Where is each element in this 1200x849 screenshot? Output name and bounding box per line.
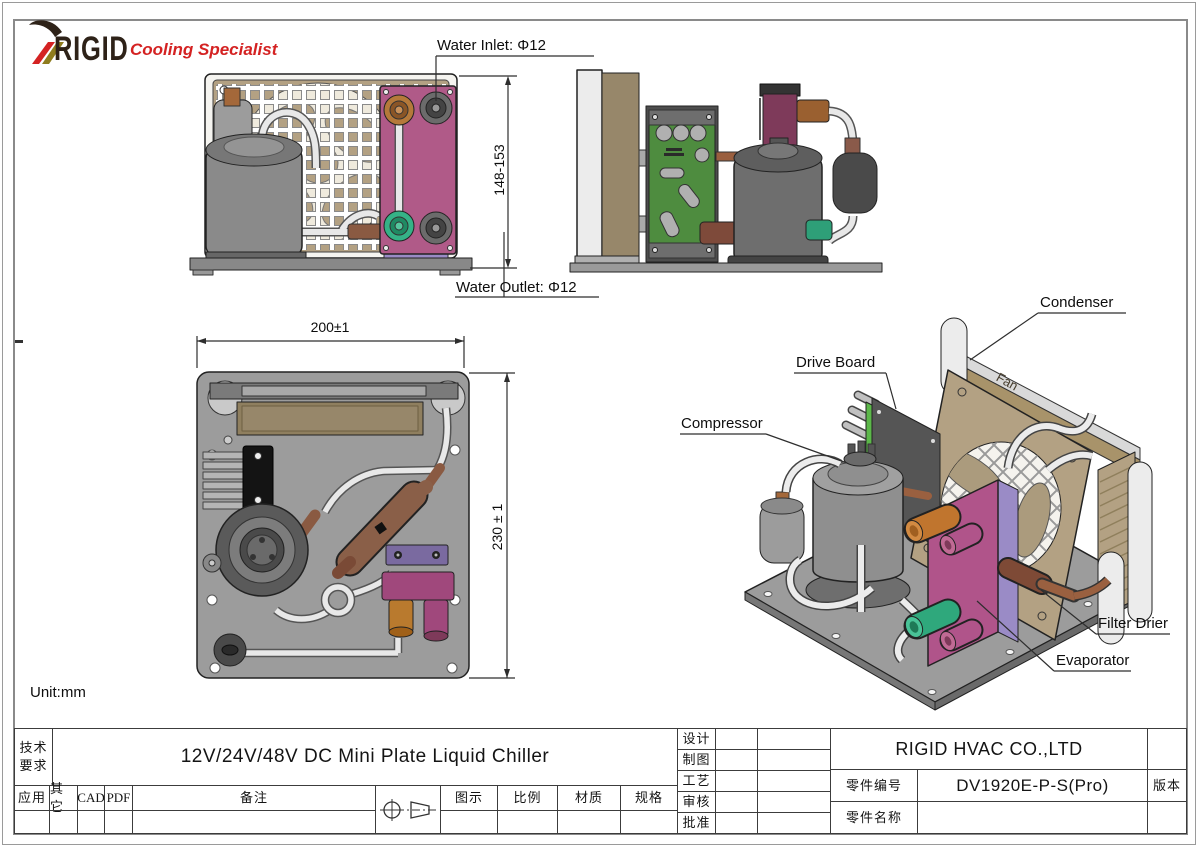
front-copper-fitting bbox=[347, 223, 383, 240]
tech-requirements-cell: 技术 要求 bbox=[14, 728, 53, 786]
process-label: 工艺 bbox=[677, 770, 716, 792]
scale-value-cell bbox=[497, 810, 558, 834]
check-label: 审核 bbox=[677, 791, 716, 813]
tech-line1: 技术 bbox=[19, 740, 48, 756]
draft-sign-cell bbox=[715, 749, 758, 771]
top-pulley bbox=[213, 633, 247, 667]
top-bracket bbox=[385, 544, 449, 566]
pdf-header: PDF bbox=[104, 785, 133, 811]
draft-date-cell bbox=[757, 749, 831, 771]
side-condenser bbox=[574, 69, 652, 267]
part-name-label: 零件名称 bbox=[830, 801, 918, 834]
check-sign-cell bbox=[715, 791, 758, 813]
dimension-arrows bbox=[197, 76, 511, 678]
company-name: RIGID HVAC CO.,LTD bbox=[830, 728, 1148, 770]
version-value-cell bbox=[1147, 801, 1187, 834]
width-dim-label: 200±1 bbox=[310, 319, 350, 335]
application-value-cell bbox=[14, 810, 50, 834]
iso-condenser bbox=[940, 317, 1153, 645]
iso-view-drawing bbox=[744, 317, 1153, 711]
cad-header: CAD bbox=[77, 785, 105, 811]
product-title: 12V/24V/48V DC Mini Plate Liquid Chiller bbox=[52, 728, 678, 786]
tech-line2: 要求 bbox=[19, 758, 48, 773]
side-green-fitting bbox=[805, 219, 833, 241]
depth-dim-label: 230 ± 1 bbox=[489, 503, 505, 551]
diagram-header: 图示 bbox=[440, 785, 498, 811]
rigid-logo: RIGID bbox=[29, 20, 129, 68]
part-number: DV1920E-P-S(Pro) bbox=[917, 769, 1148, 802]
pdf-value-cell bbox=[104, 810, 133, 834]
logo-stripe-olive bbox=[42, 42, 64, 64]
water-inlet-label: Water Inlet: Φ12 bbox=[437, 37, 546, 54]
approve-label: 批准 bbox=[677, 812, 716, 834]
evaporator-label: Evaporator bbox=[1056, 652, 1130, 669]
top-plate-hx bbox=[381, 571, 455, 642]
process-date-cell bbox=[757, 770, 831, 792]
design-sign-cell bbox=[715, 728, 758, 750]
spec-header: 规格 bbox=[620, 785, 678, 811]
border-tick bbox=[15, 340, 23, 343]
water-outlet-label: Water Outlet: Φ12 bbox=[456, 279, 577, 296]
logo-tagline: Cooling Specialist bbox=[130, 40, 278, 59]
remarks-value-cell bbox=[132, 810, 376, 834]
check-date-cell bbox=[757, 791, 831, 813]
company-corner-cell bbox=[1147, 728, 1187, 770]
side-drive-board bbox=[645, 105, 719, 263]
application-header: 应用 bbox=[14, 785, 50, 811]
scale-header: 比例 bbox=[497, 785, 558, 811]
remarks-header: 备注 bbox=[132, 785, 376, 811]
top-compressor bbox=[202, 503, 309, 597]
part-name-value-cell bbox=[917, 801, 1148, 834]
iso-accumulator bbox=[759, 491, 805, 564]
front-base-plate bbox=[189, 257, 473, 271]
projection-symbol-cell bbox=[375, 785, 441, 834]
spec-value-cell bbox=[620, 810, 678, 834]
drive-board-label: Drive Board bbox=[796, 354, 876, 371]
iso-evaporator bbox=[903, 479, 1019, 667]
material-value-cell bbox=[557, 810, 621, 834]
top-filter-drier bbox=[332, 480, 433, 579]
height-dim-label: 148-153 bbox=[491, 144, 507, 196]
front-plate-hx bbox=[379, 85, 457, 255]
process-sign-cell bbox=[715, 770, 758, 792]
unit-label: Unit:mm bbox=[30, 684, 86, 701]
part-no-label: 零件编号 bbox=[830, 769, 918, 802]
other-value-cell bbox=[49, 810, 78, 834]
diagram-value-cell bbox=[440, 810, 498, 834]
front-compressor bbox=[205, 87, 307, 263]
design-date-cell bbox=[757, 728, 831, 750]
projection-symbol-icon bbox=[380, 798, 436, 821]
inner-border bbox=[13, 19, 1188, 835]
approve-sign-cell bbox=[715, 812, 758, 834]
side-view-drawing bbox=[569, 69, 883, 273]
side-base-plate bbox=[569, 262, 883, 273]
draft-label: 制图 bbox=[677, 749, 716, 771]
other-header: 其它 bbox=[49, 781, 78, 814]
iso-filter-drier bbox=[997, 557, 1112, 603]
cad-value-cell bbox=[77, 810, 105, 834]
material-header: 材质 bbox=[557, 785, 621, 811]
logo-brand: RIGID bbox=[54, 31, 129, 68]
design-label: 设计 bbox=[677, 728, 716, 750]
side-filter-drier bbox=[832, 137, 878, 214]
compressor-label: Compressor bbox=[681, 415, 763, 432]
filter-drier-label: Filter Drier bbox=[1098, 615, 1168, 632]
front-view-drawing bbox=[189, 73, 473, 276]
logo-stripe-red bbox=[32, 42, 55, 64]
condenser-label: Condenser bbox=[1040, 294, 1114, 311]
logo-horn bbox=[29, 20, 62, 37]
top-view-drawing bbox=[196, 371, 470, 679]
version-label: 版本 bbox=[1147, 769, 1187, 802]
side-compressor bbox=[727, 98, 829, 268]
dimension-lines bbox=[196, 55, 1170, 679]
approve-date-cell bbox=[757, 812, 831, 834]
top-heatsink bbox=[202, 445, 274, 511]
